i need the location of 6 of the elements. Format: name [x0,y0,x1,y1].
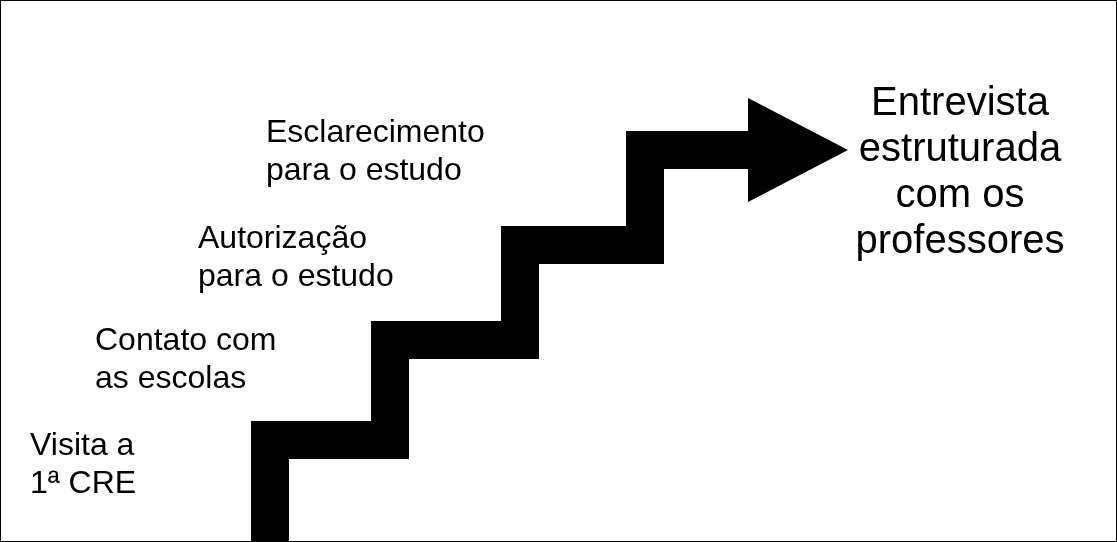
step-label: Autorização para o estudo [198,218,395,294]
goal-text: Entrevista estruturada com os professores [854,78,1066,262]
staircase-arrow [251,98,848,542]
step-label: Contato com as escolas [95,320,278,396]
step-label: Esclarecimento para o estudo [266,112,486,188]
step-label: Visita a 1ª CRE [30,425,138,501]
